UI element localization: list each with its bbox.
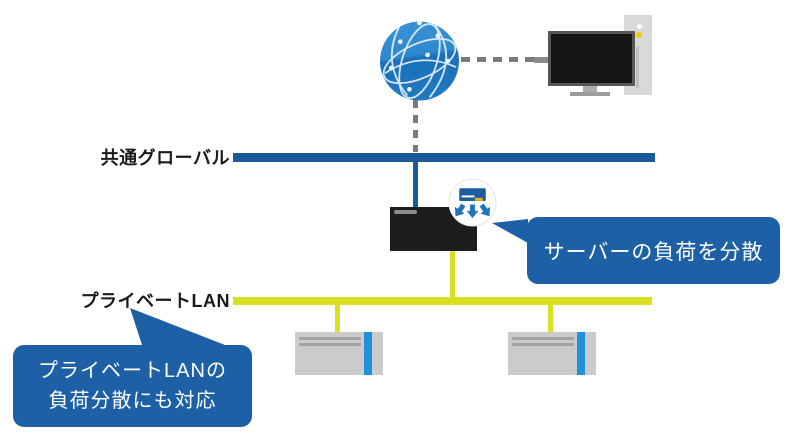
load-balancer-slot (394, 210, 417, 214)
monitor-stand-base (570, 92, 610, 96)
link-lb-to-private (450, 251, 455, 298)
link-private-to-server1 (335, 305, 340, 333)
global-segment-label: 共通グローバル (100, 148, 230, 168)
callout-server-load: サーバーの負荷を分散 (527, 217, 780, 284)
monitor-screen (548, 31, 635, 86)
dashed-link-globe-pc (461, 57, 546, 62)
callout-server-load-text: サーバーの負荷を分散 (543, 240, 764, 264)
server-vent (512, 343, 574, 346)
monitor-connector (534, 57, 548, 63)
server-vent (299, 343, 361, 346)
link-private-to-server2 (548, 305, 553, 333)
pc-led-white (637, 24, 642, 29)
private-segment-label: プライベートLAN (80, 291, 230, 311)
server-icon (295, 332, 383, 375)
server-vent (512, 337, 574, 340)
server-stripe (364, 332, 372, 375)
callout-private-load-text: プライベートLANの 負荷分散にも対応 (38, 356, 227, 416)
callout-private-line2: 負荷分散にも対応 (48, 390, 217, 412)
server-stripe (577, 332, 585, 375)
pc-led-yellow (636, 32, 642, 38)
pc-drive-slot (636, 47, 639, 88)
server-icon (508, 332, 596, 375)
callout-pointer (492, 219, 528, 243)
callout-pointer (130, 308, 225, 345)
monitor-stand-neck (583, 86, 597, 92)
dashed-link-globe-global-bar (413, 100, 418, 152)
globe-icon (379, 20, 460, 102)
server-vent (299, 337, 361, 340)
callout-private-load: プライベートLANの 負荷分散にも対応 (13, 345, 252, 427)
load-distribution-badge-icon (448, 178, 497, 227)
global-segment-bar (233, 153, 655, 162)
link-global-to-lb (413, 162, 418, 208)
callout-private-line1: プライベートLANの (38, 360, 227, 382)
private-segment-bar (233, 297, 652, 305)
